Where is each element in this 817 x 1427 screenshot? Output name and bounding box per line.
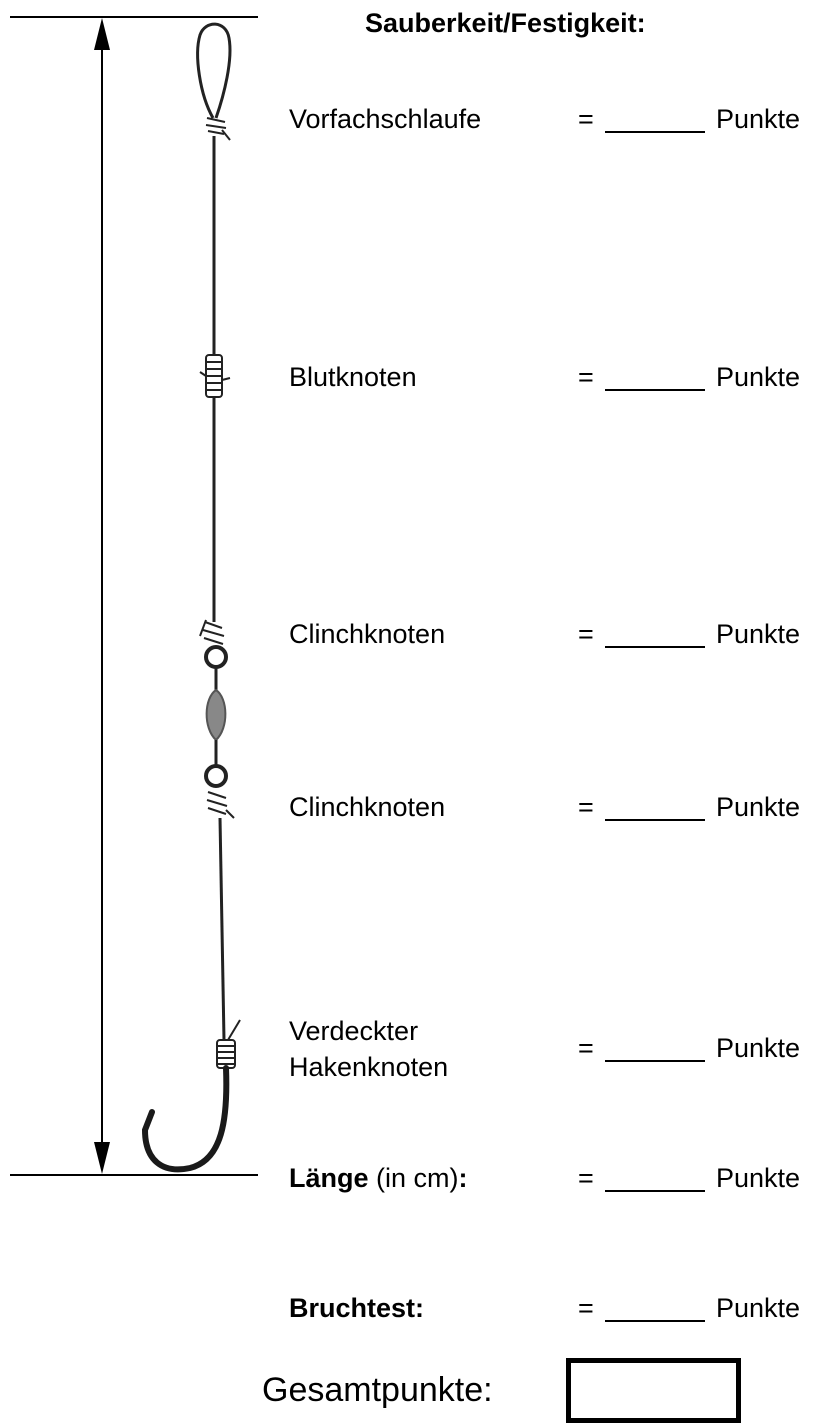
equals-sign: =	[578, 619, 594, 649]
unit-label: Punkte	[716, 362, 801, 392]
score-blank-field[interactable]	[605, 1190, 705, 1192]
row-label: Vorfachschlaufe	[289, 104, 482, 134]
unit-label: Punkte	[716, 1293, 801, 1323]
row-label-bold: Länge	[289, 1163, 369, 1193]
loop-knot-icon	[205, 117, 231, 141]
row-label-line1: Verdeckter	[289, 1016, 419, 1046]
clinch-knot-upper-icon	[199, 619, 225, 645]
equals-sign: =	[578, 792, 594, 822]
clinch-knot-lower-icon	[206, 791, 235, 819]
row-label: Blutknoten	[289, 362, 417, 392]
hook-knot-icon	[216, 1039, 236, 1069]
page-title: Sauberkeit/Festigkeit:	[365, 8, 646, 38]
length-arrow-icon	[94, 18, 110, 1174]
unit-label: Punkte	[716, 104, 801, 134]
equals-sign: =	[578, 1033, 594, 1063]
score-blank-field[interactable]	[605, 646, 705, 648]
score-blank-field[interactable]	[605, 1060, 705, 1062]
row-label-line2: Hakenknoten	[289, 1052, 449, 1082]
fishing-rig-illustration	[141, 22, 241, 1173]
swivel-barrel-icon	[205, 688, 227, 742]
row-label-bold: Bruchtest:	[289, 1293, 425, 1323]
equals-sign: =	[578, 1293, 594, 1323]
row-label: Clinchknoten	[289, 619, 446, 649]
score-blank-field[interactable]	[605, 1320, 705, 1322]
equals-sign: =	[578, 1163, 594, 1193]
row-label: Bruchtest:	[289, 1292, 424, 1324]
score-blank-field[interactable]	[605, 131, 705, 133]
unit-label: Punkte	[716, 1163, 801, 1193]
score-blank-field[interactable]	[605, 819, 705, 821]
unit-label: Punkte	[716, 619, 801, 649]
unit-label: Punkte	[716, 1033, 801, 1063]
score-blank-field[interactable]	[605, 389, 705, 391]
equals-sign: =	[578, 104, 594, 134]
equals-sign: =	[578, 362, 594, 392]
row-label: Länge (in cm):	[289, 1163, 468, 1193]
blood-knot-icon	[199, 354, 231, 398]
leader-loop-icon	[196, 22, 232, 119]
total-score-box[interactable]	[566, 1358, 741, 1423]
total-label: Gesamtpunkte:	[262, 1371, 493, 1409]
row-label-rest: (in cm)	[368, 1163, 459, 1193]
swivel-ring-lower-icon	[204, 764, 228, 788]
unit-label: Punkte	[716, 792, 801, 822]
fish-hook-icon	[141, 1065, 230, 1173]
row-label: Clinchknoten	[289, 792, 446, 822]
swivel-ring-upper-icon	[204, 645, 228, 669]
